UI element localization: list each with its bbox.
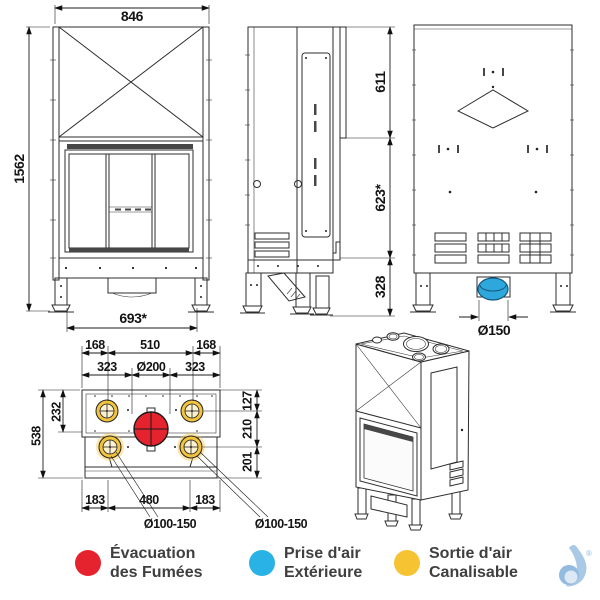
dim-label-plan-210: 210 — [240, 419, 254, 439]
dim-label-plan-168-left: 168 — [85, 338, 105, 352]
front-x-panel — [58, 26, 204, 138]
duct-outlet-bottom-right — [177, 433, 205, 461]
dim-label-flue-diameter: Ø150 — [478, 322, 511, 338]
dim-label-plan-183-left: 183 — [85, 493, 105, 507]
dim-label-plan-510: 510 — [140, 338, 160, 352]
duct-legend-dot — [394, 550, 420, 576]
dim-label-duct-left: Ø100-150 — [144, 517, 197, 531]
side-vents — [254, 232, 290, 258]
water-drop-icon — [559, 544, 587, 587]
dim-label-plan-183-right: 183 — [195, 493, 215, 507]
duct-outlet-top-right — [180, 399, 204, 423]
dim-label-front-bottom-width: 693* — [119, 310, 147, 326]
duct-outlet-top-left — [95, 399, 119, 423]
back-view: Ø150 — [410, 24, 576, 338]
dim-label-plan-168-right: 168 — [196, 338, 216, 352]
dim-label-plan-127: 127 — [240, 391, 254, 411]
front-edge-ticks — [50, 59, 212, 259]
plan-view: 168 510 168 323 Ø200 323 538 232 127 210… — [29, 338, 308, 531]
side-knob — [294, 180, 302, 188]
front-ash-drawer — [107, 277, 157, 298]
side-panel — [301, 52, 331, 238]
dim-label-plan-232: 232 — [49, 402, 63, 422]
air-intake-legend-dot — [249, 550, 275, 576]
front-door-window — [64, 149, 194, 253]
side-edge-ticks — [245, 54, 250, 226]
side-legs — [240, 272, 333, 316]
legend-flue-line2: des Fumées — [110, 564, 203, 581]
front-legs — [48, 277, 214, 313]
dim-label-front-width: 846 — [121, 8, 144, 24]
flue-outlet-red — [133, 407, 169, 452]
isometric-view — [354, 332, 470, 531]
dim-label-front-height: 1562 — [11, 154, 27, 184]
dim-label-duct-right: Ø100-150 — [255, 517, 308, 531]
dim-label-plan-538: 538 — [29, 426, 43, 446]
external-air-intake-port — [476, 276, 511, 301]
legend-duct-line2: Canalisable — [429, 564, 518, 581]
duct-outlet-bottom-left — [96, 433, 124, 461]
dim-label-side-top: 611 — [372, 71, 388, 93]
dim-label-plan-323-left: 323 — [97, 360, 117, 374]
dim-label-side-bottom: 328 — [372, 275, 388, 298]
back-legs — [410, 272, 576, 313]
side-top-duct-strip — [339, 26, 347, 139]
dim-label-plan-201: 201 — [240, 452, 254, 472]
back-diamond-plate — [456, 89, 530, 129]
front-view: 846 1562 — [11, 5, 214, 332]
dim-label-plan-o200: Ø200 — [137, 360, 166, 374]
back-vent-grilles — [434, 232, 552, 264]
dim-label-plan-323-right: 323 — [185, 360, 205, 374]
back-slot-marks — [438, 68, 548, 194]
legend-duct-line1: Sortie d'air — [429, 545, 512, 562]
side-view: 611 623* 328 — [240, 26, 395, 317]
legend-intake-line1: Prise d'air — [284, 545, 361, 562]
legend-intake-line2: Extérieure — [284, 564, 362, 581]
front-base-box — [58, 257, 204, 279]
dim-label-side-middle: 623* — [372, 183, 388, 211]
flue-legend-dot — [75, 550, 101, 576]
brand-logo: ® — [559, 544, 592, 587]
side-knob — [253, 180, 261, 188]
registered-mark: ® — [586, 549, 592, 558]
iso-top-outlets — [372, 332, 450, 362]
back-edge-ticks — [412, 49, 574, 256]
legend-flue-line1: Évacuation — [110, 543, 195, 562]
legend: Évacuation des Fumées Prise d'air Extéri… — [75, 543, 518, 581]
side-air-chute — [267, 272, 306, 302]
iso-ash-drawer — [370, 495, 408, 518]
dim-label-plan-480: 480 — [139, 493, 159, 507]
